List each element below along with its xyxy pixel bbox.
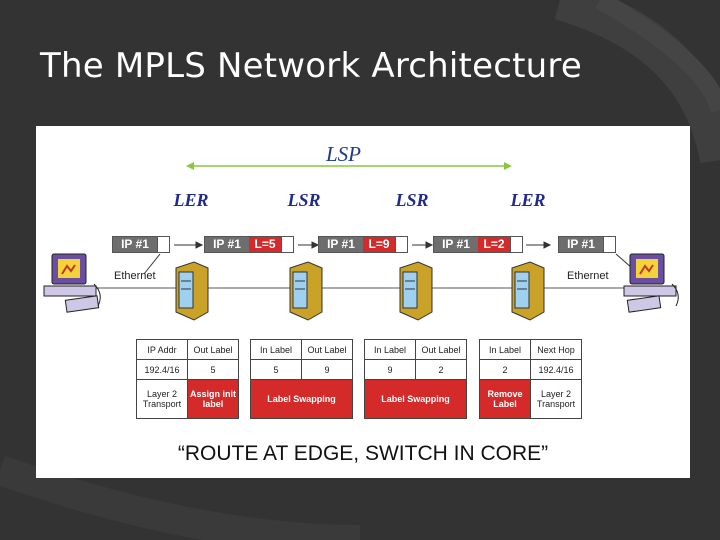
table-cell: 5 bbox=[250, 359, 302, 380]
table-cell: Layer 2 Transport bbox=[136, 379, 188, 419]
table-cell: 5 bbox=[187, 359, 239, 380]
tagline: “ROUTE AT EDGE, SWITCH IN CORE” bbox=[177, 442, 549, 465]
packet-ip: IP #1 bbox=[113, 237, 157, 252]
packet: IP #1 L=2 bbox=[433, 236, 523, 253]
packet-ip: IP #1 bbox=[559, 237, 603, 252]
table-cell: 192.4/16 bbox=[136, 359, 188, 380]
table-cell: 2 bbox=[415, 359, 467, 380]
table-header: In Label bbox=[479, 339, 531, 360]
router-server-icon bbox=[511, 261, 545, 321]
computer-icon-right bbox=[623, 253, 679, 313]
packet-label: L=5 bbox=[249, 237, 281, 252]
packet-tail bbox=[281, 237, 293, 252]
router-label-ler: LER bbox=[173, 190, 209, 210]
table-header: In Label bbox=[250, 339, 302, 360]
router-server-icon bbox=[399, 261, 433, 321]
table-header: Out Label bbox=[301, 339, 353, 360]
table-cell: 192.4/16 bbox=[530, 359, 582, 380]
packet: IP #1 L=5 bbox=[204, 236, 294, 253]
packet-tail bbox=[603, 237, 615, 252]
table-header: Next Hop bbox=[530, 339, 582, 360]
ler-ingress-table: IP Addr Out Label 192.4/16 5 Layer 2 Tra… bbox=[136, 339, 239, 419]
packet-tail bbox=[157, 237, 169, 252]
table-action-cell: Remove Label bbox=[479, 379, 531, 419]
computer-icon-left bbox=[43, 253, 101, 313]
lsp-label: LSP bbox=[326, 142, 362, 166]
packet: IP #1 L=9 bbox=[318, 236, 408, 253]
table-cell: 9 bbox=[364, 359, 416, 380]
lsp-arrow bbox=[186, 162, 512, 170]
lsr-table-2: In Label Out Label 9 2 Label Swapping bbox=[364, 339, 467, 419]
packet-tail bbox=[395, 237, 407, 252]
table-header: Out Label bbox=[187, 339, 239, 360]
table-cell: Layer 2 Transport bbox=[530, 379, 582, 419]
packet-arrows bbox=[143, 241, 633, 275]
router-server-icon bbox=[175, 261, 209, 321]
packet-ip: IP #1 bbox=[434, 237, 478, 252]
packet-label: L=9 bbox=[363, 237, 395, 252]
table-header: IP Addr bbox=[136, 339, 188, 360]
mpls-diagram-panel: LSP LER LSR LSR LER IP #1 IP #1 L=5 IP #… bbox=[36, 126, 690, 478]
router-server-icon bbox=[289, 261, 323, 321]
table-action-cell: Label Swapping bbox=[250, 379, 353, 419]
packet: IP #1 bbox=[112, 236, 170, 253]
slide-title: The MPLS Network Architecture bbox=[40, 46, 582, 86]
router-label-lsr: LSR bbox=[287, 190, 321, 210]
packet-ip: IP #1 bbox=[319, 237, 363, 252]
packet-tail bbox=[510, 237, 522, 252]
packet-ip: IP #1 bbox=[205, 237, 249, 252]
ler-egress-table: In Label Next Hop 2 192.4/16 Remove Labe… bbox=[479, 339, 582, 419]
ethernet-label-left: Ethernet bbox=[114, 270, 156, 282]
table-action-cell: Label Swapping bbox=[364, 379, 467, 419]
ethernet-label-right: Ethernet bbox=[567, 270, 609, 282]
table-cell: 2 bbox=[479, 359, 531, 380]
lsr-table-1: In Label Out Label 5 9 Label Swapping bbox=[250, 339, 353, 419]
router-label-lsr: LSR bbox=[395, 190, 429, 210]
table-cell: 9 bbox=[301, 359, 353, 380]
table-header: In Label bbox=[364, 339, 416, 360]
network-drawing bbox=[43, 162, 679, 321]
table-header: Out Label bbox=[415, 339, 467, 360]
router-label-ler: LER bbox=[510, 190, 546, 210]
packet: IP #1 bbox=[558, 236, 616, 253]
table-action-cell: Assign init label bbox=[187, 379, 239, 419]
packet-label: L=2 bbox=[478, 237, 510, 252]
